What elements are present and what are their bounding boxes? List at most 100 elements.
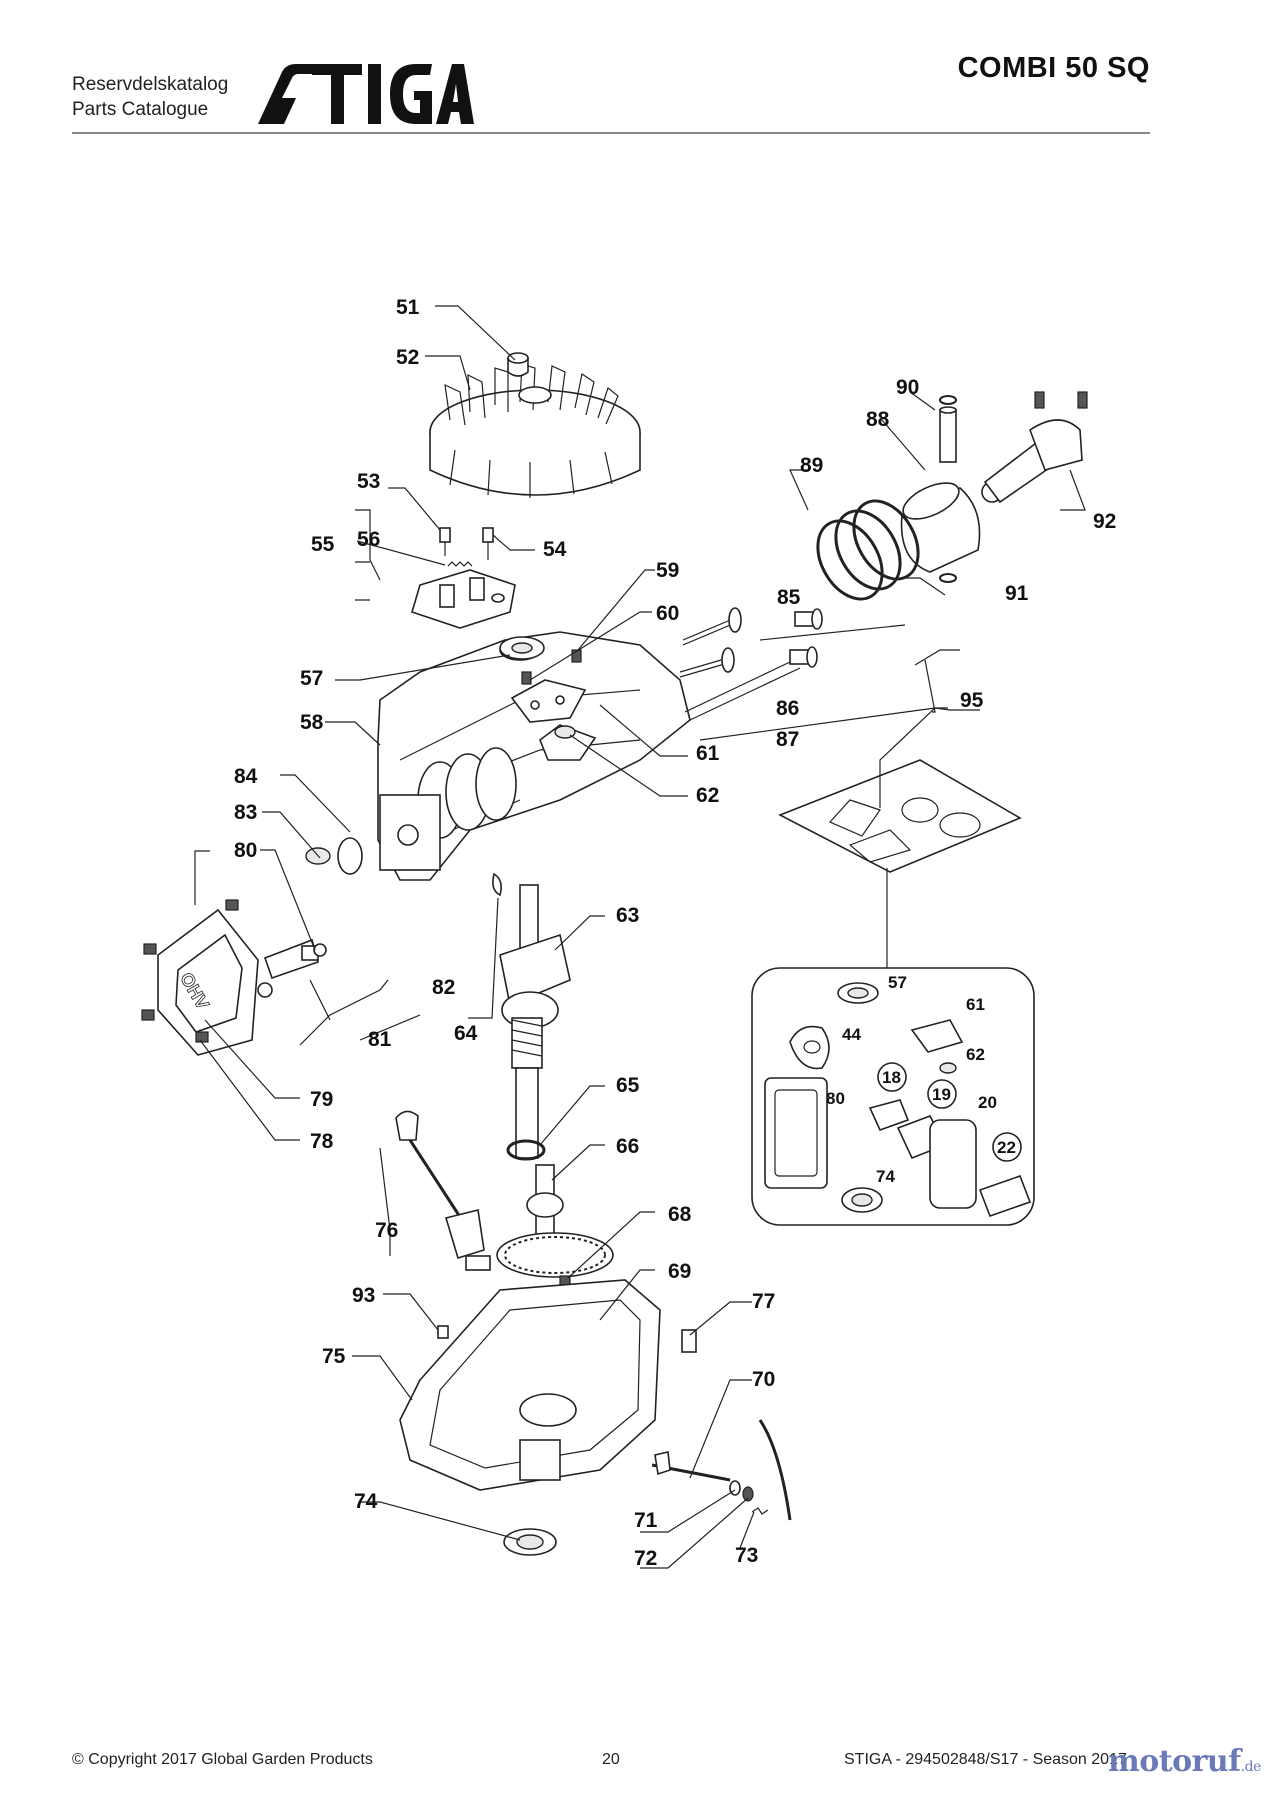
kit-callout-74: 74 [876,1167,895,1186]
ignition-bracket [411,569,516,629]
callout-90: 90 [896,376,919,399]
screw-59 [571,649,582,663]
callout-64: 64 [454,1022,478,1045]
callout-66: 66 [616,1135,639,1158]
callout-82: 82 [432,976,455,999]
screw-54 [482,527,494,560]
stiga-logo [258,64,474,124]
screw-77 [681,1329,697,1353]
kit-callout-61: 61 [966,995,985,1014]
model-title: COMBI 50 SQ [957,52,1150,84]
seal-57 [499,636,545,660]
watermark-tld: .de [1240,1759,1262,1775]
callout-74: 74 [354,1490,378,1513]
callout-71: 71 [634,1509,658,1532]
kit-callout-44: 44 [842,1025,861,1044]
watermark-name: motoruf [1108,1744,1241,1779]
callout-59: 59 [656,559,679,582]
callout-62: 62 [696,784,719,807]
exploded-parts-diagram: OHV [141,296,1116,1570]
footer-copyright: © Copyright 2017 Global Garden Products [72,1751,373,1768]
dipstick [395,1110,491,1271]
callout-52: 52 [396,346,419,369]
callout-85: 85 [777,586,801,609]
leader-lines [194,305,1086,1569]
connecting-rod [981,391,1088,504]
callout-77: 77 [752,1290,775,1313]
oring-65 [506,1139,546,1161]
callout-76: 76 [375,1219,398,1242]
callout-75: 75 [322,1345,346,1368]
seal-74 [503,1528,557,1556]
callout-60: 60 [656,602,679,625]
catalog-title: Reservdelskatalog Parts Catalogue [72,72,228,122]
kit-callout-20: 20 [978,1093,997,1112]
valve-cover: OHV [141,899,259,1056]
callout-91: 91 [1005,582,1029,605]
flywheel [429,363,641,498]
catalog-title-en: Parts Catalogue [72,99,209,120]
callout-72: 72 [634,1547,657,1570]
callout-93: 93 [352,1284,375,1307]
screw-60 [521,671,532,685]
callout-83: 83 [234,801,257,824]
spring-56 [447,561,473,567]
callout-88: 88 [866,408,890,431]
callout-63: 63 [616,904,639,927]
callout-89: 89 [800,454,823,477]
callout-65: 65 [616,1074,640,1097]
breather-plate-61 [510,679,587,723]
governor-lever [651,1419,792,1521]
callout-80: 80 [234,839,257,862]
callout-61: 61 [696,742,720,765]
clip-90 [939,395,957,405]
flywheel-nut [507,352,529,377]
callout-labels: 51 52 53 54 55 56 59 60 57 58 61 62 84 8… [234,296,1116,1570]
callout-92: 92 [1093,510,1116,533]
callout-54: 54 [543,538,567,561]
callout-57: 57 [300,667,323,690]
callout-68: 68 [668,1203,692,1226]
crankcase [377,631,691,881]
callout-69: 69 [668,1260,691,1283]
footer-page-number: 20 [602,1751,620,1768]
catalog-title-sv: Reservdelskatalog [72,74,229,95]
callout-95: 95 [960,689,984,712]
tappets [789,608,823,668]
kit-callout-19: 19 [932,1085,951,1104]
callout-58: 58 [300,711,324,734]
callout-86: 86 [776,697,799,720]
callout-51: 51 [396,296,420,319]
nut-72 [742,1486,754,1502]
oil-sump [399,1279,661,1491]
callout-55: 55 [311,533,335,556]
callout-78: 78 [310,1130,334,1153]
header-rule [72,132,1150,134]
callout-84: 84 [234,765,258,788]
kit-callout-22: 22 [997,1138,1016,1157]
kit-callout-62: 62 [966,1045,985,1064]
kit-callout-18: 18 [882,1068,901,1087]
spring-73 [751,1507,769,1515]
clip-91 [939,573,957,583]
camshaft [496,1164,614,1278]
kit-callout-57: 57 [888,973,907,992]
piston-pin [939,406,957,463]
piston-rings [816,499,920,601]
footer-document-ref: STIGA - 294502848/S17 - Season 2017 [844,1751,1127,1768]
callout-87: 87 [776,728,799,751]
valves [679,607,742,678]
crankshaft [499,884,571,1159]
callout-70: 70 [752,1368,775,1391]
callout-56: 56 [357,528,380,551]
callout-81: 81 [368,1028,392,1051]
screw-53 [439,527,451,556]
pushrods [684,661,801,721]
callout-53: 53 [357,470,380,493]
woodruff-key [492,872,502,897]
gasket-kit-detail-box [751,967,1035,1226]
piston [900,482,981,573]
callout-73: 73 [735,1544,758,1567]
plug-93 [437,1325,449,1339]
watermark: motoruf.de [1108,1744,1261,1779]
